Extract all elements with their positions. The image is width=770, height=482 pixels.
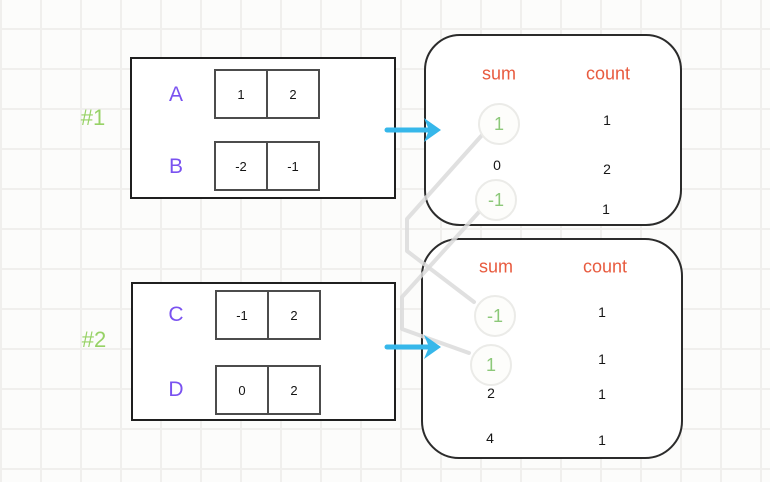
count-value: 2 — [603, 161, 611, 177]
cell-value: 2 — [290, 307, 298, 323]
count-value: 1 — [603, 112, 611, 128]
result1-sum-header: sum — [481, 63, 517, 84]
count-value: 1 — [598, 432, 606, 448]
sum-value: 4 — [486, 430, 494, 446]
count-value: 1 — [602, 201, 610, 217]
row-label-d: D — [168, 378, 184, 401]
row-label-a: A — [168, 83, 184, 106]
row-label-c: C — [168, 303, 184, 326]
sum-value: 0 — [493, 157, 501, 173]
group2-box: C -1 2 D 0 2 — [131, 282, 396, 421]
row-label-b: B — [168, 155, 184, 178]
row-c-cells: -1 2 — [215, 290, 321, 340]
sum-value: 1 — [493, 113, 504, 134]
sum-value: 2 — [487, 385, 495, 401]
group2-label: #2 — [81, 327, 107, 352]
sum-value: -1 — [487, 189, 504, 210]
result2-box: sum count -1 1 1 1 2 1 4 1 — [421, 238, 683, 459]
cell-value: 2 — [289, 86, 297, 102]
result1-sum-highlight: -1 — [475, 179, 517, 221]
result1-box: sum count 1 1 0 2 -1 1 — [424, 34, 682, 226]
row-b-cells: -2 -1 — [214, 141, 320, 191]
result1-sum-highlight: 1 — [478, 103, 520, 145]
row-d-cells: 0 2 — [215, 365, 321, 415]
count-value: 1 — [598, 304, 606, 320]
result2-sum-header: sum — [478, 256, 514, 277]
group1-box: A 1 2 B -2 -1 — [130, 57, 396, 199]
cell-value: -1 — [287, 158, 299, 174]
cell-value: 1 — [216, 71, 268, 117]
result2-sum-highlight: -1 — [474, 295, 516, 337]
count-value: 1 — [598, 351, 606, 367]
row-a-cells: 1 2 — [214, 69, 320, 119]
sum-value: 1 — [485, 354, 496, 375]
group1-label: #1 — [80, 105, 106, 130]
cell-value: -2 — [216, 143, 268, 189]
cell-value: 2 — [290, 382, 298, 398]
sum-value: -1 — [486, 305, 503, 326]
result1-count-header: count — [585, 63, 631, 84]
cell-value: 0 — [217, 367, 269, 413]
result2-sum-highlight: 1 — [470, 344, 512, 386]
count-value: 1 — [598, 386, 606, 402]
cell-value: -1 — [217, 292, 269, 338]
result2-count-header: count — [582, 256, 628, 277]
